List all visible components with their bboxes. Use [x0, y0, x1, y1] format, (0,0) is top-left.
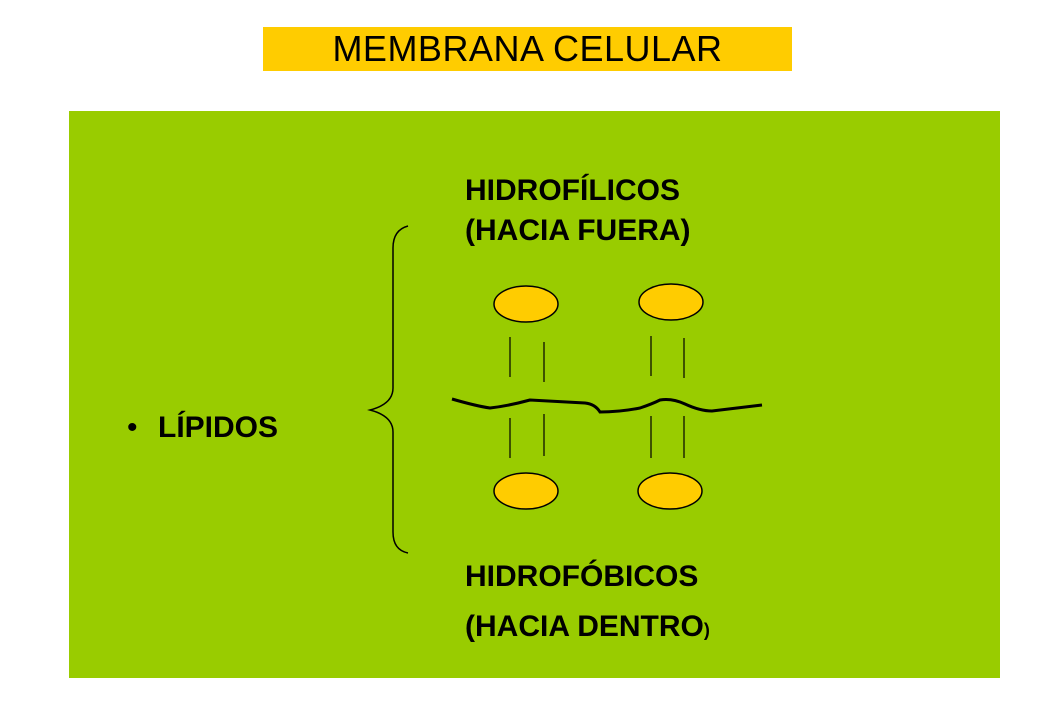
content-panel: [69, 111, 1000, 678]
hydrophilic-head: [638, 283, 704, 321]
hydrophobic-head: [493, 472, 559, 510]
membrane-line: [451, 397, 763, 414]
hydrophobic-head: [637, 472, 703, 510]
hydrophobic-sublabel: (HACIA DENTRO): [465, 612, 710, 642]
hydrophilic-label: HIDROFÍLICOS: [465, 174, 680, 207]
hydrophobic-sublabel-main: (HACIA DENTRO: [465, 610, 704, 643]
bullet: •: [127, 411, 138, 444]
lipids-label: LÍPIDOS: [158, 411, 279, 444]
hydrophilic-head: [493, 285, 559, 323]
hydrophobic-sublabel-paren: ): [703, 620, 710, 640]
curly-brace: [367, 225, 409, 554]
hydrophobic-label: HIDROFÓBICOS: [465, 560, 699, 593]
title-banner: MEMBRANA CELULAR: [263, 27, 792, 71]
page-title: MEMBRANA CELULAR: [332, 28, 723, 69]
hydrophilic-sublabel: (HACIA FUERA): [465, 214, 691, 247]
